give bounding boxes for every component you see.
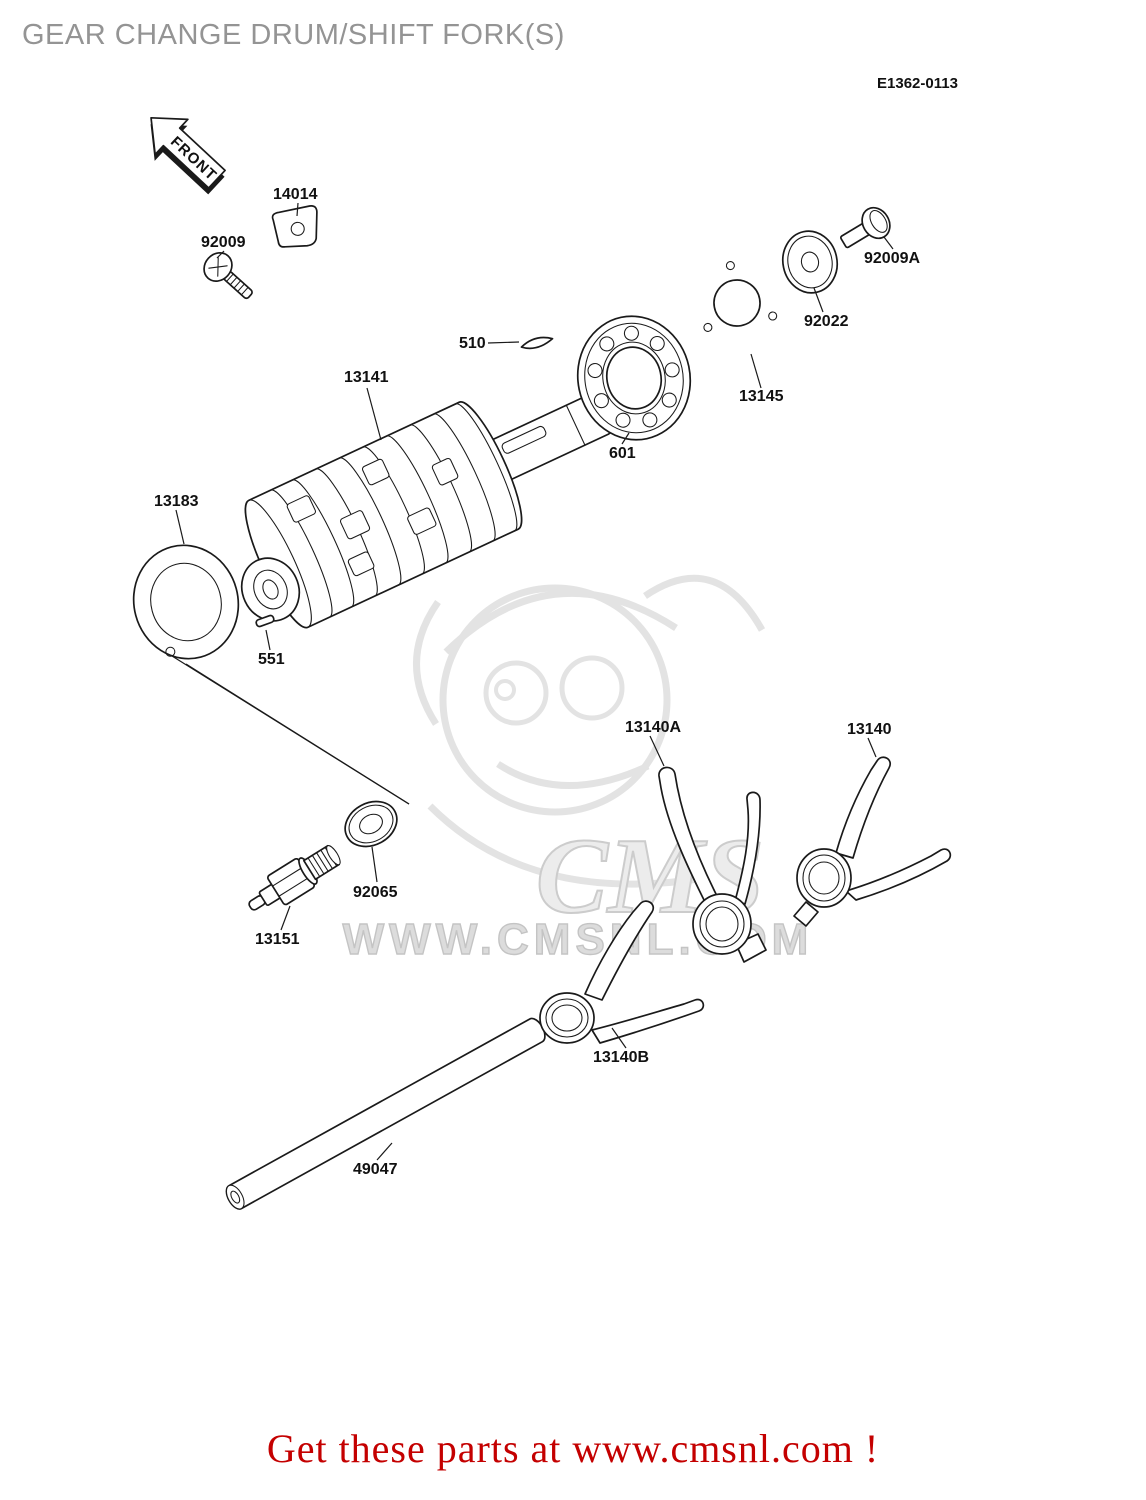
drum-pin-551 [255, 614, 275, 628]
part-labels: 92009 14014 92009A 92022 510 13141 13145… [154, 186, 920, 1178]
leader-lines [175, 202, 894, 1161]
leader-line [371, 846, 378, 883]
shift-rod-49047 [225, 1017, 546, 1210]
shift-fork-13140B [539, 900, 705, 1044]
part-label-92009: 92009 [201, 234, 246, 251]
part-label-551: 551 [258, 651, 285, 668]
leader-line [280, 905, 291, 931]
leader-line [265, 629, 271, 651]
part-label-13151: 13151 [255, 931, 300, 948]
plate-14014 [271, 205, 318, 248]
drum-pin-510 [520, 336, 554, 350]
leader-line [366, 387, 382, 441]
page-title: GEAR CHANGE DRUM/SHIFT FORK(S) [22, 19, 565, 51]
bolt-92009A [839, 206, 891, 249]
bearing-plate-13183 [132, 544, 240, 660]
leader-line [813, 287, 824, 313]
part-label-92009A: 92009A [864, 250, 920, 267]
part-label-601: 601 [609, 445, 636, 462]
washer-92022 [781, 230, 839, 294]
part-label-13140B: 13140B [593, 1049, 649, 1066]
leader-line [621, 432, 630, 445]
part-label-13140A: 13140A [625, 719, 681, 736]
bolt-13151 [248, 844, 341, 911]
leader-line [883, 236, 894, 250]
leader-line [175, 509, 185, 545]
washer-92065 [344, 800, 398, 848]
leader-line [296, 202, 299, 217]
ball-bearing-601 [576, 315, 692, 441]
pointer-wedge [171, 655, 410, 805]
leader-line [487, 341, 520, 344]
screw-92009 [203, 252, 253, 300]
leader-line [750, 353, 762, 389]
leader-line [649, 735, 665, 767]
part-label-92022: 92022 [804, 313, 849, 330]
part-label-14014: 14014 [273, 186, 318, 203]
part-label-49047: 49047 [353, 1161, 398, 1178]
part-label-13183: 13183 [154, 493, 199, 510]
shift-fork-13140A [658, 766, 767, 963]
shift-cam-plate-13145 [678, 248, 805, 362]
footer-cta: Get these parts at www.cmsnl.com ! [267, 1426, 879, 1471]
leader-line [867, 737, 877, 758]
leader-line [216, 250, 225, 259]
part-label-13140: 13140 [847, 721, 892, 738]
part-label-510: 510 [459, 335, 486, 352]
part-label-13145: 13145 [739, 388, 784, 405]
diagram-code: E1362-0113 [877, 75, 958, 92]
gear-change-drum-13141 [240, 393, 612, 629]
front-arrow: FRONT [150, 116, 226, 195]
leader-line [611, 1027, 627, 1049]
leader-line [376, 1142, 393, 1161]
part-label-13141: 13141 [344, 369, 389, 386]
part-label-92065: 92065 [353, 884, 398, 901]
shift-fork-13140 [793, 756, 952, 927]
